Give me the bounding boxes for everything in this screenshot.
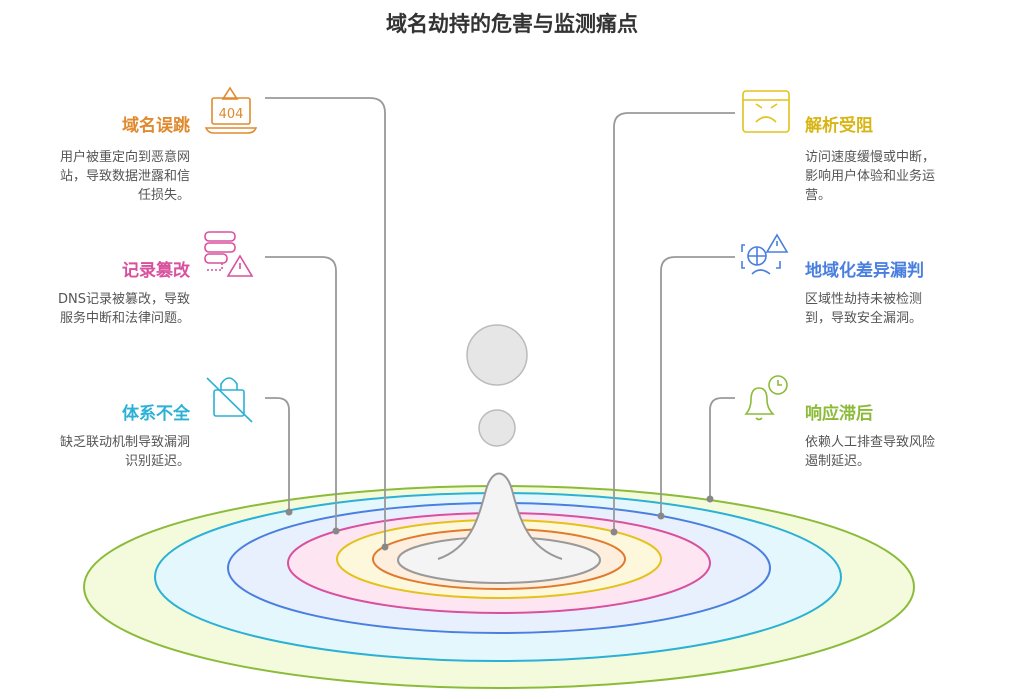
desc-response-delay: 依赖人工排查导致风险遏制延迟。 bbox=[805, 435, 936, 469]
heading-regional-miss: 地域化差异漏判 bbox=[805, 261, 924, 281]
browser-angry-face-icon bbox=[742, 90, 790, 133]
desc-record-tamper: DNS记录被篡改，导致服务中断和法律问题。 bbox=[58, 292, 190, 326]
droplet-small bbox=[478, 409, 516, 447]
desc-regional-miss: 区域性劫持未被检测到，导致安全漏洞。 bbox=[805, 292, 923, 326]
droplet-large bbox=[466, 324, 528, 386]
bell-clock-icon bbox=[744, 375, 788, 421]
page-title: 域名劫持的危害与监测痛点 bbox=[386, 12, 638, 36]
desc-domain-misredirect: 用户被重定向到恶意网站，导致数据泄露和信任损失。 bbox=[59, 150, 190, 203]
heading-resolution-blocked: 解析受阻 bbox=[805, 116, 873, 136]
laptop-404-warning-icon: 404 bbox=[204, 86, 258, 134]
connectors bbox=[265, 97, 735, 547]
svg-text:404: 404 bbox=[219, 107, 244, 122]
heading-domain-misredirect: 域名误跳 bbox=[122, 116, 190, 136]
heading-record-tamper: 记录篡改 bbox=[122, 261, 190, 281]
heading-response-delay: 响应滞后 bbox=[805, 404, 873, 424]
connector-dots bbox=[285, 495, 714, 551]
heading-incomplete-system: 体系不全 bbox=[122, 404, 190, 424]
globe-scan-warning-icon bbox=[741, 233, 789, 275]
desc-incomplete-system: 缺乏联动机制导致漏洞识别延迟。 bbox=[59, 435, 190, 469]
server-warning-icon bbox=[204, 231, 254, 277]
lock-slash-icon bbox=[206, 377, 253, 423]
desc-resolution-blocked: 访问速度缓慢或中断，影响用户体验和业务运营。 bbox=[805, 150, 936, 203]
droplet-peak bbox=[437, 472, 563, 560]
